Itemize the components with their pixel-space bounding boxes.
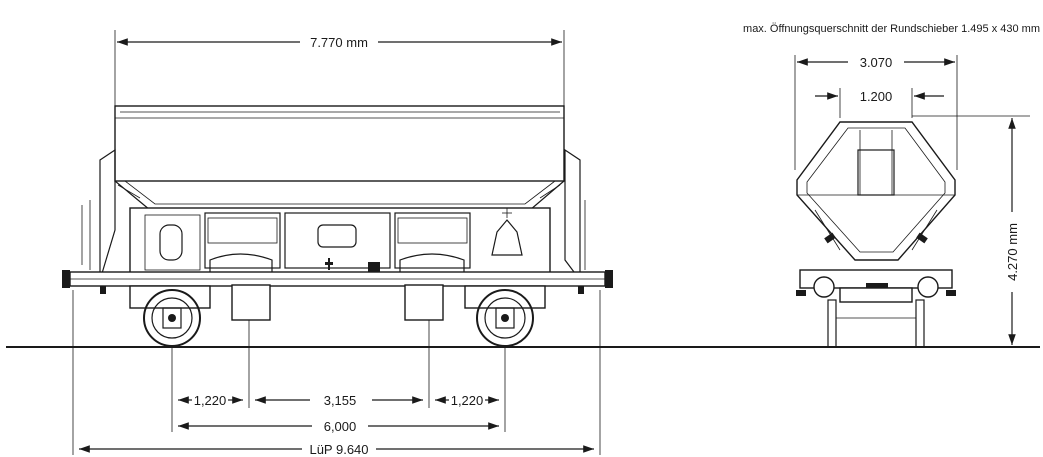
dim-width-outer: 3.070: [860, 55, 893, 70]
end-view: 3.070 1.200 4.270 mm: [794, 55, 1030, 348]
dim-top-length: 7.770 mm: [310, 35, 368, 50]
dim-wheelbase: 6,000: [324, 419, 357, 434]
opening-note: max. Öffnungsquerschnitt der Rundschiebe…: [743, 23, 1040, 35]
dim-width-inner: 1.200: [860, 89, 893, 104]
side-view: 7.770 mm: [62, 30, 613, 457]
right-wheel: [464, 285, 546, 347]
dim-left-axle: 1,220: [194, 393, 227, 408]
dim-middle: 3,155: [324, 393, 357, 408]
dim-right-axle: 1,220: [451, 393, 484, 408]
dim-length-over-buffers: LüP 9.640: [309, 442, 368, 457]
left-wheel: [129, 285, 211, 347]
dim-height: 4.270 mm: [1005, 223, 1020, 281]
